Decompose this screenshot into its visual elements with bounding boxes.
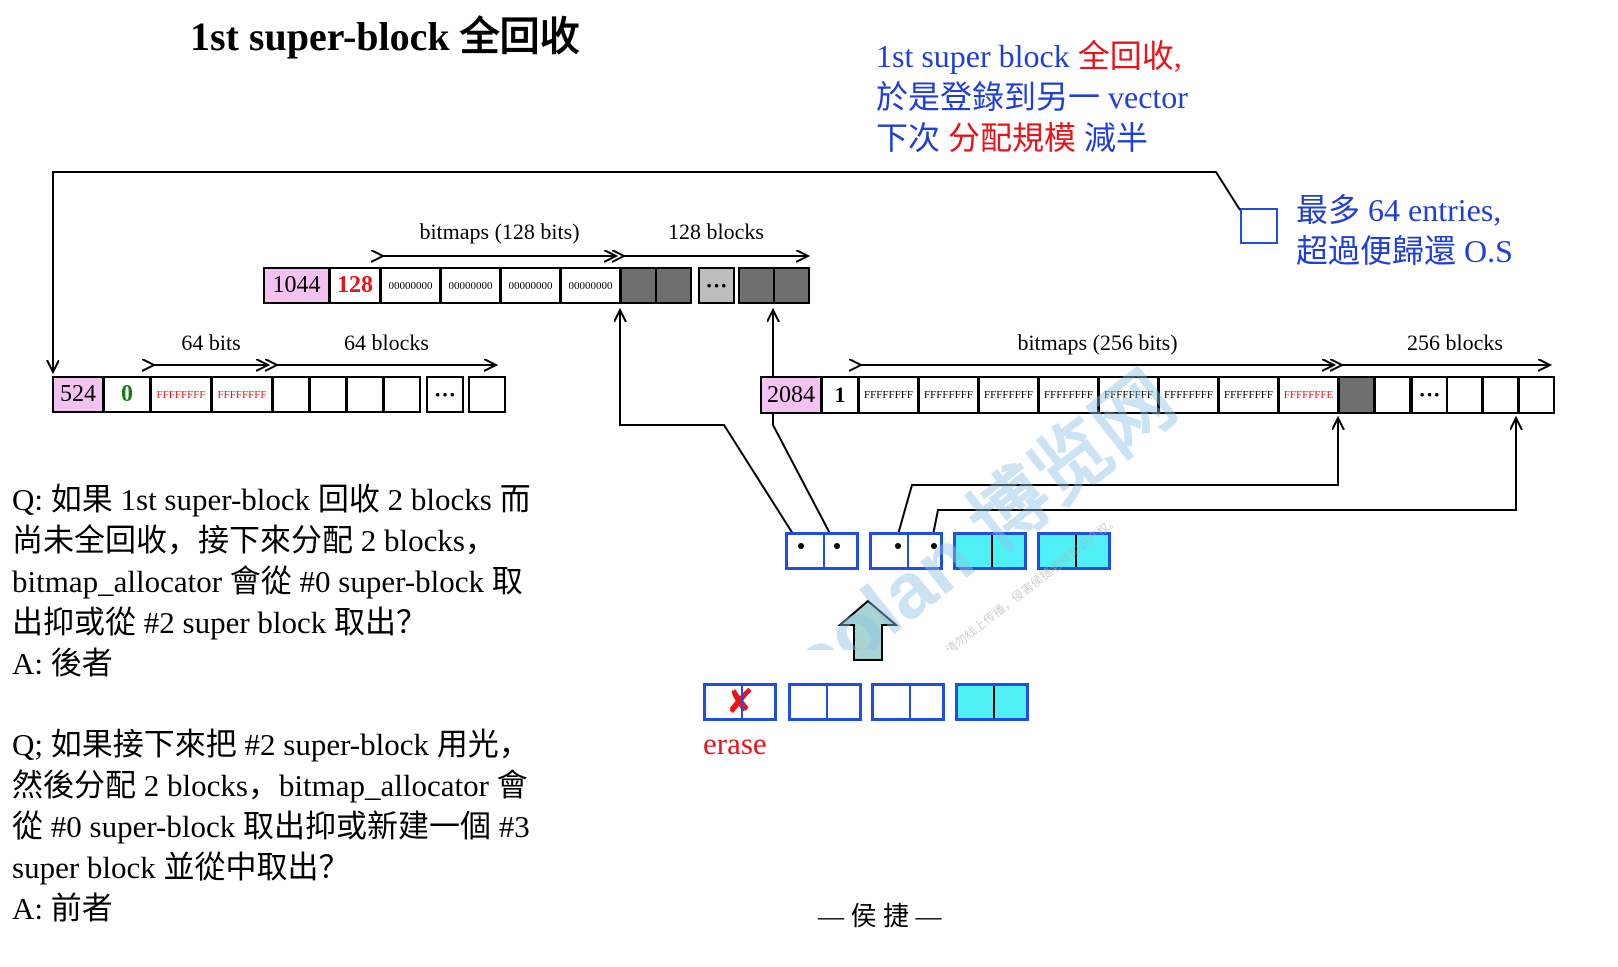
vector-entry <box>788 683 862 721</box>
block-size-cell: 1044 <box>263 267 330 304</box>
block-cell <box>1482 376 1519 414</box>
label-bits-64: 64 bits <box>181 330 241 355</box>
top-note: 1st super block 全回收, 於是登錄到另一 vector 下次 分… <box>876 36 1188 159</box>
block-cell <box>272 376 310 413</box>
block-size-cell: 2084 <box>760 376 822 414</box>
pointer-1a <box>620 310 801 546</box>
block-cell <box>346 376 384 413</box>
question-line: 出抑或從 #2 super block 取出？ <box>12 605 428 640</box>
erase-x-icon: ✘ <box>725 682 755 722</box>
pointer-1b <box>773 310 837 546</box>
side-note-line-2: 超過便歸還 O.S <box>1296 233 1513 269</box>
bitmap-cell: FFFFFFFF <box>211 376 273 413</box>
author-footer: — 侯 捷 — <box>818 902 942 931</box>
block-cell <box>655 267 692 304</box>
bitmap-cell: FFFFFFFF <box>150 376 212 413</box>
top-note-line-1: 1st super block 全回收, <box>876 38 1182 74</box>
bitmap-cell: FFFFFFFF <box>1038 376 1099 414</box>
vector-entry <box>869 532 943 570</box>
bitmap-cell: FFFFFFFF <box>1218 376 1279 414</box>
top-note-line-2: 於是登錄到另一 vector <box>876 79 1188 115</box>
pointer-dot <box>895 543 901 549</box>
pointer-dot <box>834 543 840 549</box>
top-note-line-3: 下次 分配規模 減半 <box>876 120 1149 156</box>
ellipsis-cell: ··· <box>698 267 735 304</box>
vector-entry-box <box>1240 208 1278 244</box>
vector-entry <box>871 683 945 721</box>
block-cell <box>620 267 657 304</box>
label-blocks-256: 256 blocks <box>1407 330 1503 355</box>
vector-entry <box>785 532 859 570</box>
answer-line: A: 前者 <box>12 891 113 926</box>
qa-block-1: Q: 如果 1st super-block 回收 2 blocks 而 尚未全回… <box>12 479 531 684</box>
block-size-cell: 524 <box>52 376 104 413</box>
block-cell <box>738 267 775 304</box>
use-count-cell: 128 <box>329 267 381 304</box>
answer-line: A: 後者 <box>12 646 113 681</box>
question-line: bitmap_allocator 會從 #0 super-block 取 <box>12 564 523 599</box>
bitmap-cell: FFFFFFFF <box>918 376 979 414</box>
use-count-cell: 0 <box>103 376 151 413</box>
vector-entry-free <box>955 683 1029 721</box>
label-blocks-128: 128 blocks <box>668 219 764 244</box>
question-line: 尚未全回收，接下來分配 2 blocks， <box>12 523 496 558</box>
loop-arrow <box>53 171 1241 372</box>
bitmap-cell: FFFFFFFF <box>1158 376 1219 414</box>
block-cell <box>1338 376 1375 414</box>
erase-label: erase <box>703 726 767 761</box>
side-note-line-1: 最多 64 entries, <box>1296 192 1502 228</box>
pointer-dot <box>798 543 804 549</box>
bitmap-cell: 00000000 <box>440 267 501 304</box>
pointer-2a <box>894 418 1338 546</box>
vector-entry-erased: ✘ <box>703 683 777 721</box>
question-line: 從 #0 super-block 取出抑或新建一個 #3 <box>12 809 530 844</box>
block-cell <box>1518 376 1555 414</box>
bitmap-cell: FFFFFFFF <box>1098 376 1159 414</box>
question-line: Q; 如果接下來把 #2 super-block 用光， <box>12 727 530 762</box>
ellipsis-cell: ··· <box>1411 376 1448 414</box>
label-bitmaps-128: bitmaps (128 bits) <box>419 219 580 244</box>
bitmap-cell: 00000000 <box>380 267 441 304</box>
block-cell <box>468 376 506 413</box>
slide-title: 1st super-block 全回收 <box>190 14 580 59</box>
question-line: 然後分配 2 blocks，bitmap_allocator 會 <box>12 768 528 803</box>
bitmap-cell: 00000000 <box>500 267 561 304</box>
block-cell <box>773 267 810 304</box>
label-bitmaps-256: bitmaps (256 bits) <box>1017 330 1178 355</box>
label-blocks-64: 64 blocks <box>344 330 429 355</box>
vector-entry-free <box>953 532 1027 570</box>
side-note: 最多 64 entries, 超過便歸還 O.S <box>1296 190 1513 272</box>
question-line: super block 並從中取出？ <box>12 850 350 885</box>
block-cell <box>309 376 347 413</box>
use-count-cell: 1 <box>821 376 859 414</box>
bitmap-cell: FFFFFFFF <box>858 376 919 414</box>
bitmap-cell: 00000000 <box>560 267 621 304</box>
block-cell <box>1446 376 1483 414</box>
vector-entry-free <box>1037 532 1111 570</box>
ellipsis-cell: ··· <box>426 376 464 413</box>
pointer-dot <box>931 543 937 549</box>
bitmap-cell: FFFFFFFF <box>978 376 1039 414</box>
block-cell <box>1374 376 1411 414</box>
hollow-up-arrow <box>837 599 899 661</box>
question-line: Q: 如果 1st super-block 回收 2 blocks 而 <box>12 482 531 517</box>
qa-block-2: Q; 如果接下來把 #2 super-block 用光， 然後分配 2 bloc… <box>12 724 530 929</box>
bitmap-cell-last: FFFFFFFE <box>1278 376 1339 414</box>
block-cell <box>383 376 421 413</box>
pointer-2b <box>930 418 1516 546</box>
